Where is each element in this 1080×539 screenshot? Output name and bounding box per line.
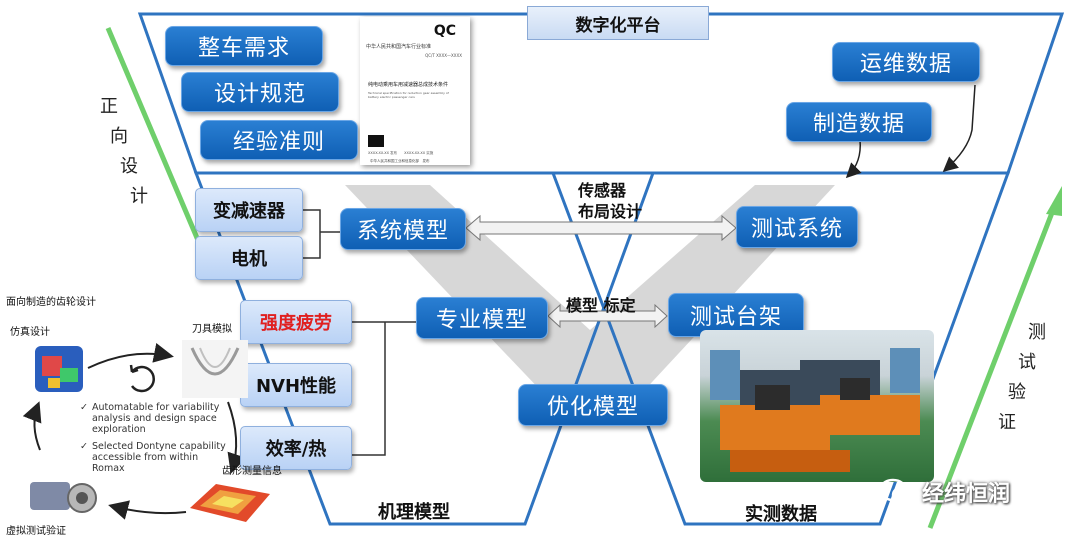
grey-v-shape xyxy=(345,185,835,395)
standard-title: 纯电动乘用车用减速器总成技术条件 xyxy=(368,82,449,88)
standard-subtitle: Technical specification for reduction ge… xyxy=(368,91,449,99)
inset-title: 面向制造的齿轮设计 xyxy=(6,297,96,308)
test-verify-arrow-line xyxy=(927,204,1058,529)
test-verification-label: 测 试 验 证 xyxy=(998,318,1046,438)
mechanism-model-label: 机理模型 xyxy=(378,502,450,523)
optimization-model-box[interactable]: 优化模型 xyxy=(518,384,668,426)
mfg-data-label: 制造数据 xyxy=(812,112,905,137)
test-bench-box[interactable]: 测试台架 xyxy=(668,293,804,337)
test-verification-char: 测 xyxy=(1028,322,1046,343)
design-spec-box[interactable]: 设计规范 xyxy=(181,72,339,112)
forward-design-char: 向 xyxy=(110,126,128,147)
standard-code: QC/T XXXX—XXXX xyxy=(425,53,462,58)
inset-virtual-test-image xyxy=(30,482,97,513)
inset-bullet-text: Automatable for variability analysis and… xyxy=(91,402,220,435)
platform-title: 数字化平台 xyxy=(527,6,709,40)
forward-design-arrow xyxy=(105,27,203,246)
test-verification-char: 试 xyxy=(1018,352,1036,373)
inset-arrow-left xyxy=(108,500,187,520)
strength-fatigue-label: 强度疲劳 xyxy=(260,313,332,334)
inset-gear-measure-label: 齿形测量信息 xyxy=(222,466,282,477)
model-calibration-label: 模型 标定 xyxy=(566,296,636,315)
inset-arrow-up xyxy=(22,401,42,451)
standard-dates: XXXX-XX-XX 发布 XXXX-XX-XX 实施 xyxy=(368,151,434,155)
test-bench-photo xyxy=(700,330,934,482)
inset-surface-plot xyxy=(190,484,270,522)
connector-reducer-motor xyxy=(303,209,340,259)
experience-rules-box[interactable]: 经验准则 xyxy=(200,120,358,160)
test-verification-char: 证 xyxy=(998,412,1016,433)
forward-design-label: 正 向 设 计 xyxy=(100,92,148,212)
inset-sim-design-label: 仿真设计 xyxy=(10,327,50,338)
standard-header: 中华人民共和国汽车行业标准 xyxy=(366,44,432,50)
inset-virtual-test-label: 虚拟测试验证 xyxy=(6,526,66,537)
standard-black-block xyxy=(368,135,384,147)
strength-fatigue-box[interactable]: 强度疲劳 xyxy=(240,300,352,344)
forward-design-char: 计 xyxy=(130,186,148,207)
refresh-icon xyxy=(129,364,155,393)
test-verify-arrowhead xyxy=(1046,186,1062,216)
vehicle-requirements-box[interactable]: 整车需求 xyxy=(165,26,323,66)
nvh-label: NVH性能 xyxy=(255,376,337,397)
check-icon: ✓ xyxy=(80,402,88,413)
inset-bullet-list: ✓ Automatable for variability analysis a… xyxy=(80,402,230,474)
mfg-data-arrow xyxy=(845,139,862,179)
optimization-model-label: 优化模型 xyxy=(546,395,639,420)
watermark: 经纬恒润 xyxy=(878,476,1010,508)
domain-model-box[interactable]: 专业模型 xyxy=(416,297,548,339)
system-model-box[interactable]: 系统模型 xyxy=(340,208,466,250)
efficiency-heat-box[interactable]: 效率/热 xyxy=(240,426,352,470)
check-icon: ✓ xyxy=(80,441,88,452)
system-model-label: 系统模型 xyxy=(356,219,449,244)
experience-rules-label: 经验准则 xyxy=(232,130,325,155)
motor-box[interactable]: 电机 xyxy=(195,236,303,280)
standard-logo: QC xyxy=(433,23,456,39)
nvh-box[interactable]: NVH性能 xyxy=(240,363,352,407)
efficiency-heat-label: 效率/热 xyxy=(265,439,327,460)
forward-design-char: 正 xyxy=(100,96,118,117)
inset-tool-sim-label: 刀具模拟 xyxy=(192,324,232,335)
ops-data-box[interactable]: 运维数据 xyxy=(832,42,980,82)
inset-arrow-right xyxy=(87,343,174,369)
watermark-text: 经纬恒润 xyxy=(922,482,1011,507)
inset-bullet: ✓ Automatable for variability analysis a… xyxy=(80,402,230,435)
double-arrow-domain-bench xyxy=(547,303,668,329)
domain-model-label: 专业模型 xyxy=(435,308,528,333)
measured-data-label: 实测数据 xyxy=(745,504,817,525)
test-bench-photo-art xyxy=(710,348,920,472)
test-verification-char: 验 xyxy=(1008,382,1026,403)
test-system-label: 测试系统 xyxy=(750,217,843,242)
platform-title-text: 数字化平台 xyxy=(575,15,661,36)
inset-bullet-text: Selected Dontyne capability accessible f… xyxy=(91,441,226,474)
inset-tool-image xyxy=(182,340,248,398)
reducer-label: 变减速器 xyxy=(213,201,285,222)
mfg-data-box[interactable]: 制造数据 xyxy=(786,102,932,142)
inset-bullet: ✓ Selected Dontyne capability accessible… xyxy=(80,441,230,474)
motor-label: 电机 xyxy=(231,249,267,270)
wechat-icon xyxy=(878,478,915,505)
standard-issuer: 中华人民共和国工业和信息化部 发布 xyxy=(370,159,430,163)
forward-design-char: 设 xyxy=(120,156,138,177)
inset-arrow-down xyxy=(227,401,247,474)
reducer-box[interactable]: 变减速器 xyxy=(195,188,303,232)
connector-submodels xyxy=(352,321,416,456)
left-trapezoid-frame xyxy=(193,171,656,526)
sensor-layout-label: 传感器 布局设计 xyxy=(578,181,643,221)
vehicle-requirements-label: 整车需求 xyxy=(197,36,290,61)
ops-data-label: 运维数据 xyxy=(859,52,952,77)
design-spec-label: 设计规范 xyxy=(213,82,306,107)
standard-document: QC 中华人民共和国汽车行业标准 QC/T XXXX—XXXX 纯电动乘用车用减… xyxy=(360,17,470,165)
test-bench-label: 测试台架 xyxy=(689,305,782,330)
ops-data-arrow xyxy=(942,84,976,172)
test-system-box[interactable]: 测试系统 xyxy=(736,206,858,248)
inset-gearbox-image xyxy=(35,346,83,392)
